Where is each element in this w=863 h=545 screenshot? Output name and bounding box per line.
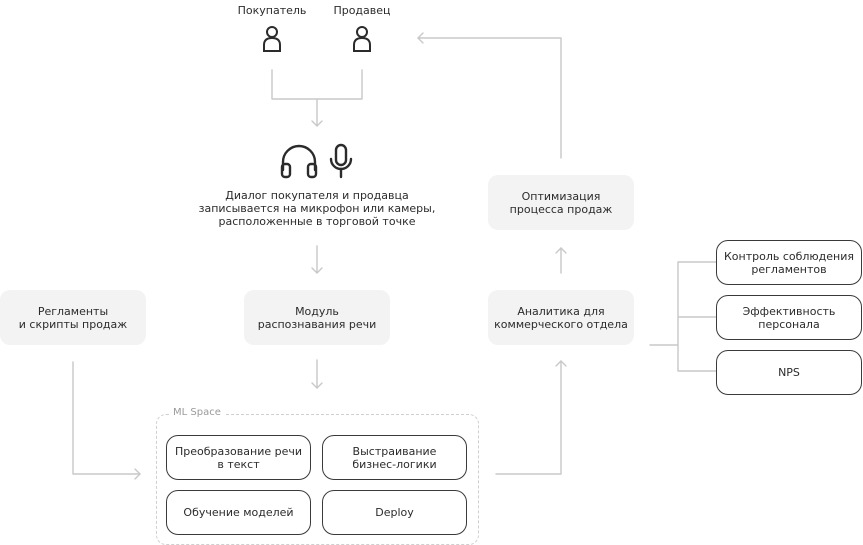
buyer-person-icon [263,26,281,52]
microphone-icon [329,143,353,179]
speech-module-line: Модуль [295,304,339,318]
optimization-line: Оптимизация [521,189,601,203]
arrowhead-to-analytics [555,360,567,367]
business-logic-line: Выстраивание [352,444,437,458]
efficiency-line: персонала [758,317,820,331]
optimization-node: Оптимизация процесса продаж [488,175,634,230]
efficiency-node: Эффективность персонала [716,295,862,340]
compliance-line: Контроль соблюдения [723,249,855,263]
nps-node: NPS [716,350,862,395]
arrowhead-to-module [311,267,323,274]
regulations-line: и скрипты продаж [18,317,128,331]
seller-person-icon [353,26,371,52]
arrowhead-regulations [134,468,141,480]
deploy-label: Deploy [375,506,414,519]
analytics-line: коммерческого отдела [494,317,628,331]
model-training-label: Обучение моделей [183,506,294,519]
seller-label: Продавец [333,4,391,17]
connector-analytics-to-outputs [649,261,717,372]
ml-space-label: ML Space [170,407,224,418]
deploy-node: Deploy [322,490,467,535]
connector-actors-merge [271,69,363,127]
efficiency-line: Эффективность [742,304,836,318]
capture-description: Диалог покупателя и продавца записываетс… [187,189,447,228]
regulations-line: Регламенты [37,304,109,318]
regulations-node: Регламенты и скрипты продаж [0,290,146,345]
speech-module-line: распознавания речи [257,317,377,331]
capture-description-line: расположенные в торговой точке [218,215,416,228]
arrowhead-to-optimization [555,247,567,254]
connector-ml-to-analytics [495,360,562,475]
business-logic-line: бизнес-логики [352,457,437,471]
speech-to-text-node: Преобразование речи в текст [166,435,311,480]
model-training-node: Обучение моделей [166,490,311,535]
arrowhead-to-ml [311,382,323,389]
connector-optimization-to-actors [417,37,562,159]
compliance-node: Контроль соблюдения регламентов [716,240,862,285]
optimization-line: процесса продаж [509,202,613,216]
speech-to-text-line: Преобразование речи [174,444,303,458]
arrowhead-to-capture [311,120,323,127]
speech-to-text-line: в текст [217,457,260,471]
headphones-icon [280,144,318,179]
arrowhead-to-actors [417,32,424,44]
capture-description-line: записывается на микрофон или камеры, [198,202,436,215]
buyer-label: Покупатель [237,4,307,17]
business-logic-node: Выстраивание бизнес-логики [322,435,467,480]
analytics-node: Аналитика для коммерческого отдела [488,290,634,345]
capture-description-line: Диалог покупателя и продавца [225,189,409,202]
nps-label: NPS [778,366,800,379]
analytics-line: Аналитика для [517,304,605,318]
compliance-line: регламентов [751,262,827,276]
speech-module-node: Модуль распознавания речи [244,290,390,345]
connector-regulations-to-ml [72,361,141,475]
